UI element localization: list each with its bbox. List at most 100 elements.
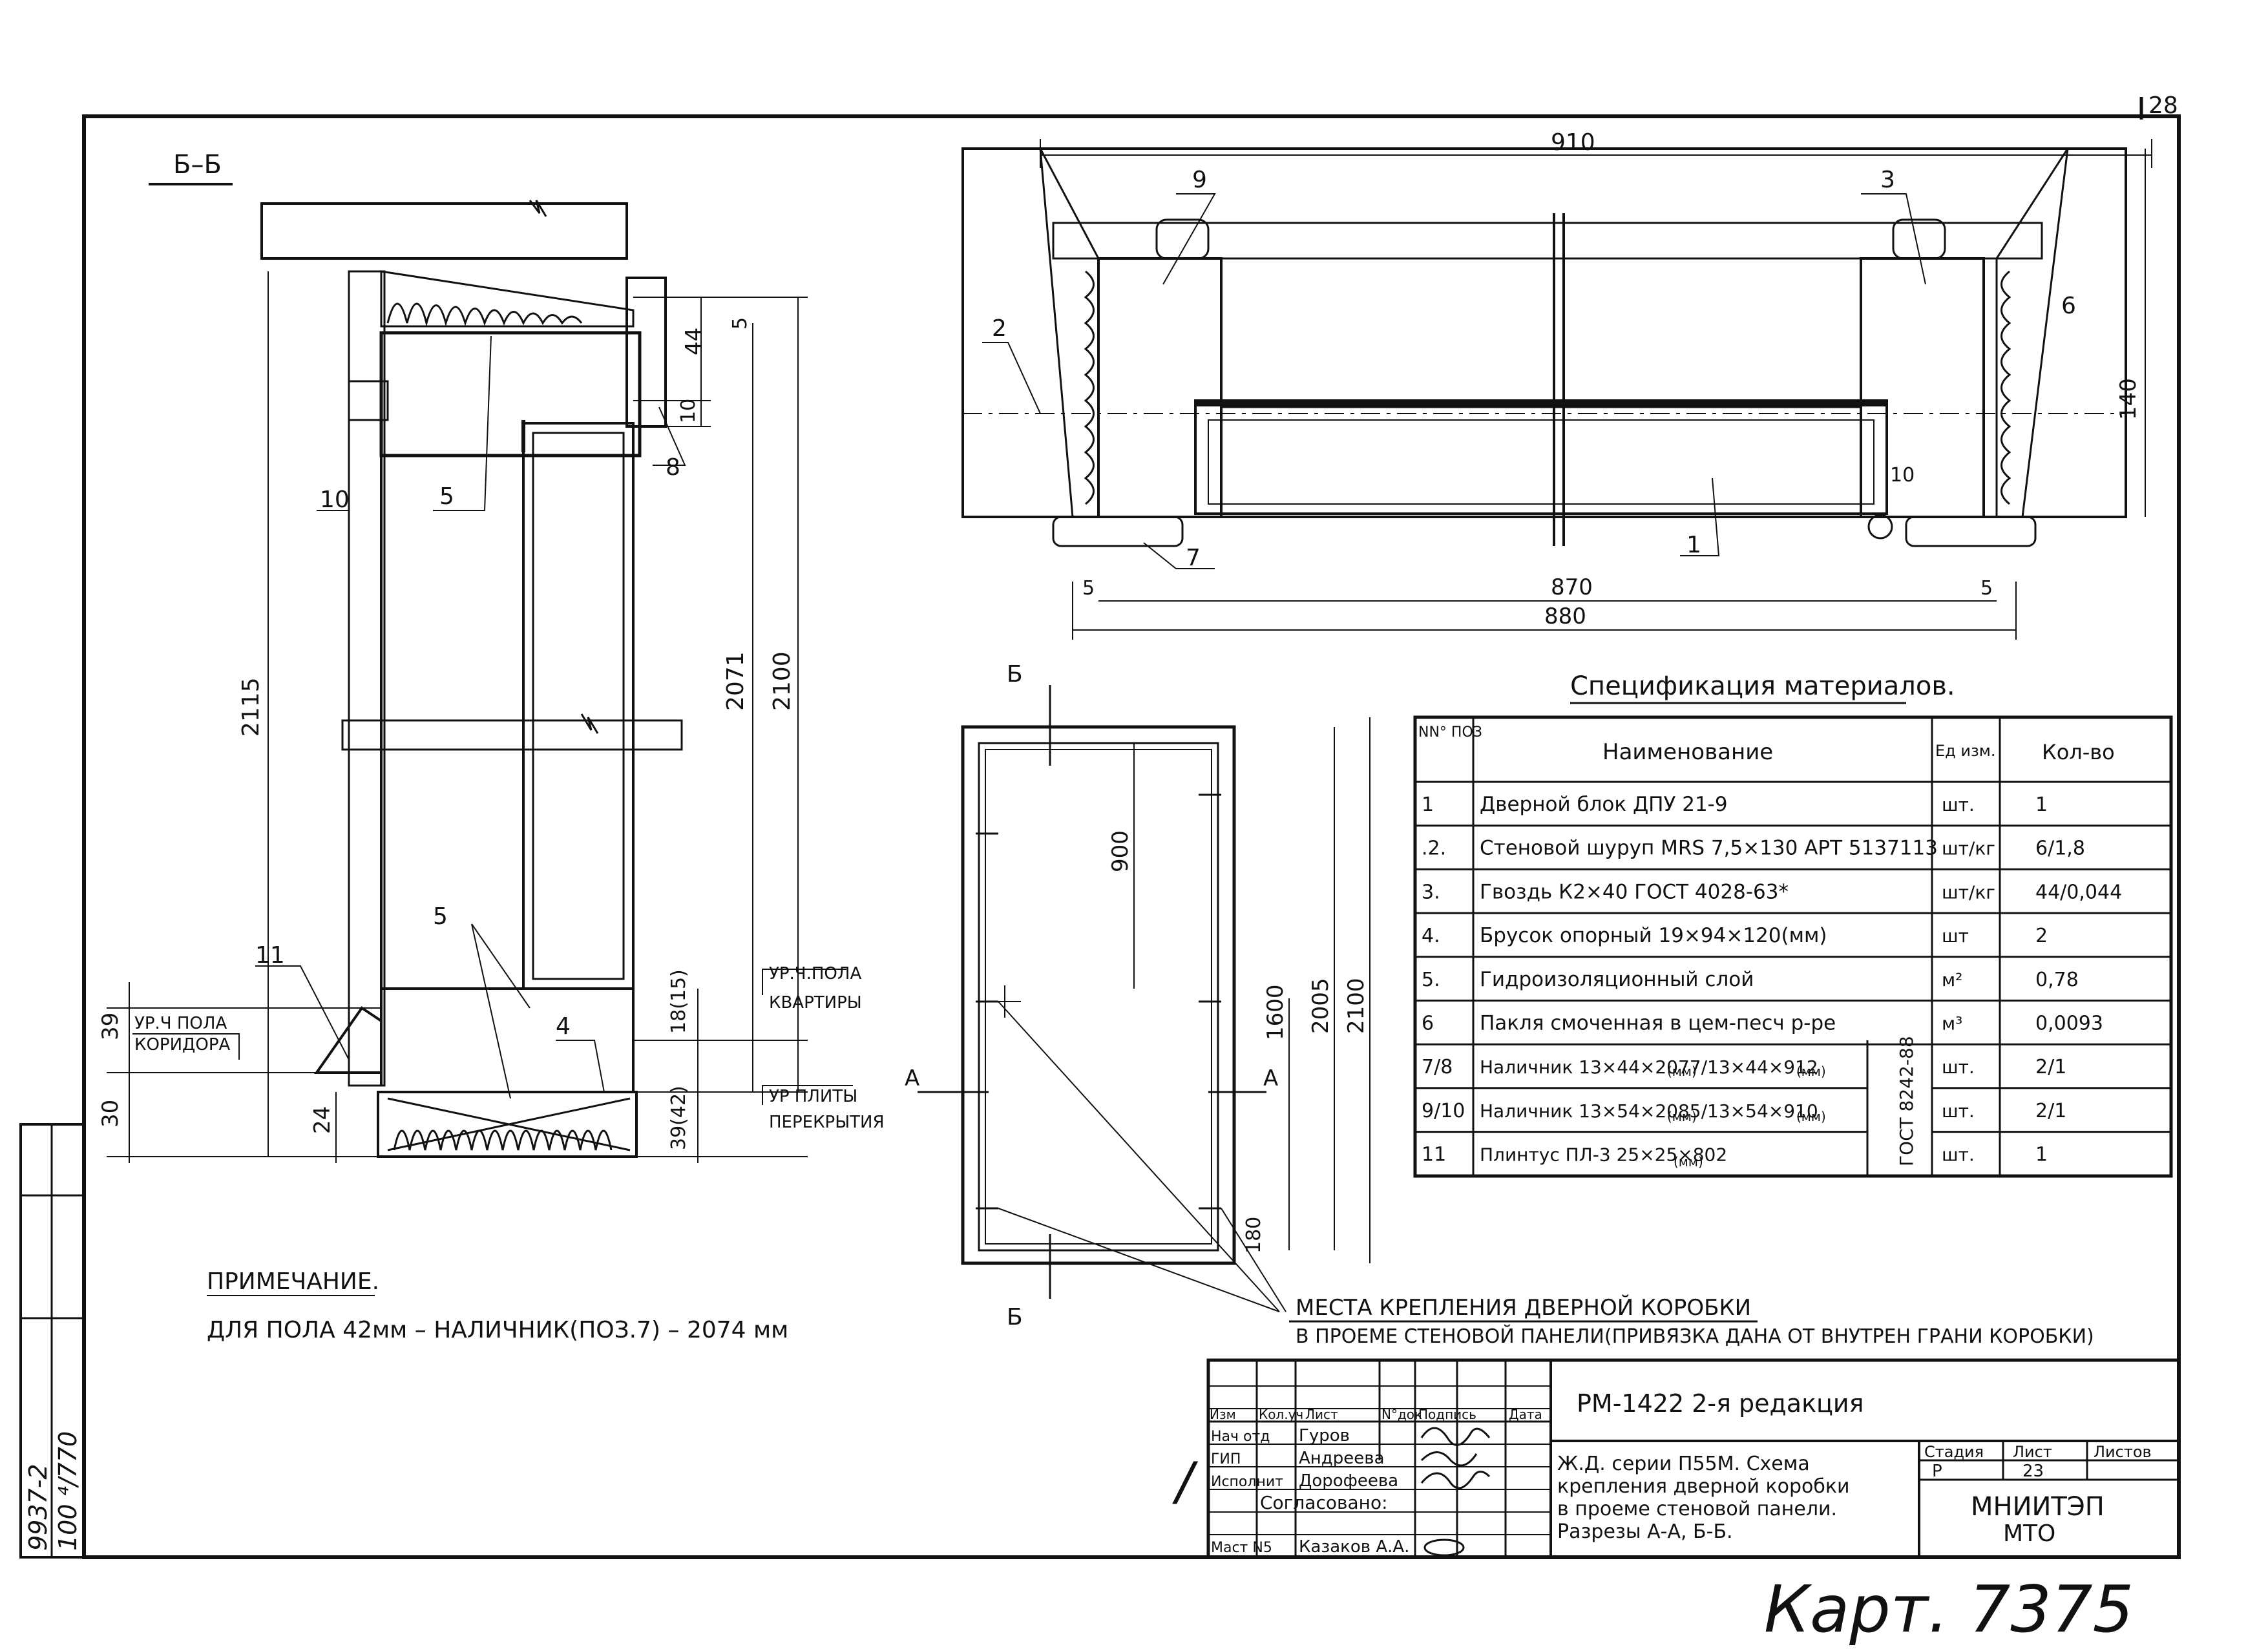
spec-row-pos: 1 — [1422, 793, 1434, 816]
spec-row-pos: 6 — [1422, 1013, 1434, 1035]
spec-row-pos: 11 — [1422, 1144, 1446, 1166]
level-apartment-2: КВАРТИРЫ — [769, 993, 862, 1013]
side-stamp-2: 100 ⁴/770 — [54, 1431, 82, 1551]
spec-row-unit: м² — [1942, 969, 1962, 991]
specification-table: Спецификация материалов. NN° ПОЗ Наимено… — [1413, 671, 2173, 1178]
tb-col-data: Дата — [1509, 1407, 1542, 1422]
tb-person-name: Андреева — [1299, 1449, 1385, 1468]
tb-sheets-label: Листов — [2094, 1443, 2152, 1461]
spec-header-unit: Ед изм. — [1935, 742, 1995, 760]
tb-person-role: Согласовано: — [1260, 1492, 1388, 1513]
spec-row-name: Стеновой шуруп MRS 7,5×130 АРТ 5137113 — [1480, 837, 1938, 860]
tb-col-podpis: Подпись — [1418, 1407, 1476, 1422]
spec-title: Спецификация материалов. — [1570, 671, 1955, 701]
dim-2071: 2071 — [722, 651, 749, 711]
section-bb-title: Б–Б — [173, 150, 222, 180]
plan-label-6: 6 — [2061, 293, 2076, 319]
dim-2100: 2100 — [769, 651, 795, 711]
marker-b-top: Б — [1007, 661, 1023, 688]
dim-2115: 2115 — [238, 677, 264, 737]
fastening-note-line1: МЕСТА КРЕПЛЕНИЯ ДВЕРНОЙ КОРОБКИ — [1296, 1294, 1751, 1321]
elev-dim-900: 900 — [1108, 830, 1133, 872]
side-stamp-1: 9937-2 — [24, 1464, 52, 1551]
tb-person-role: Маст N5 — [1211, 1540, 1272, 1556]
tb-desc-1: Ж.Д. серии П55М. Схема — [1557, 1453, 1810, 1475]
plan-label-3: 3 — [1880, 167, 1895, 193]
tb-desc-3: в проеме стеновой панели. — [1557, 1498, 1837, 1520]
spec-row-name: Гидроизоляционный слой — [1480, 968, 1754, 991]
spec-row-name: Наличник 13×44×2077/13×44×912 — [1480, 1056, 1818, 1078]
signature-1 — [1420, 1427, 1491, 1446]
tb-desc-4: Разрезы А-А, Б-Б. — [1557, 1520, 1733, 1543]
spec-row-name: Плинтус ПЛ-3 25×25×802 — [1480, 1144, 1727, 1166]
spec-row-unit: шт/кг — [1942, 881, 1995, 903]
pos-label-11: 11 — [255, 942, 285, 969]
dim-10: 10 — [677, 399, 700, 423]
signature-3 — [1420, 1471, 1491, 1489]
spec-row-unit: шт. — [1942, 1144, 1975, 1166]
sheet-frame — [19, 97, 2181, 1559]
spec-row-name: Брусок опорный 19×94×120(мм) — [1480, 924, 1827, 947]
level-slab-2: ПЕРЕКРЫТИЯ — [769, 1113, 885, 1132]
plan-dim-880: 880 — [1544, 604, 1586, 629]
tb-person-name: Гуров — [1299, 1426, 1350, 1445]
door-elevation-drawing: 900 1600 2005 2100 180 Б Б А А МЕСТА КРЕ… — [905, 661, 2094, 1348]
tb-sheet-label: Лист — [2013, 1443, 2052, 1461]
page-number: 28 — [2148, 92, 2178, 119]
spec-row-name: Дверной блок ДПУ 21-9 — [1480, 793, 1728, 816]
dim-30: 30 — [98, 1100, 123, 1128]
dim-39: 39 — [98, 1013, 123, 1040]
plan-dim-140: 140 — [2116, 378, 2141, 420]
tb-col-ndok: N°док — [1381, 1407, 1422, 1422]
note-block: ПРИМЕЧАНИЕ. ДЛЯ ПОЛА 42мм – НАЛИЧНИК(ПОЗ… — [207, 1268, 788, 1343]
spec-header-name: Наименование — [1602, 739, 1773, 765]
plan-label-7: 7 — [1186, 545, 1201, 571]
spec-row-pos: 3. — [1422, 881, 1440, 903]
spec-row-pos: 5. — [1422, 969, 1440, 991]
spec-row-qty: 1 — [2035, 1144, 2048, 1166]
plan-dim-870: 870 — [1551, 574, 1593, 600]
spec-row-unit: шт/кг — [1942, 838, 1995, 859]
marker-a-left: А — [905, 1066, 919, 1091]
plan-dim-10: 10 — [1890, 464, 1915, 487]
section-bb-drawing: Б–Б — [98, 150, 885, 1163]
plan-label-2: 2 — [992, 315, 1007, 342]
spec-header-qty: Кол-во — [2042, 740, 2115, 764]
tb-col-izm: Изм — [1210, 1407, 1236, 1422]
level-corridor-2: КОРИДОРА — [134, 1035, 231, 1055]
level-slab-1: УР ПЛИТЫ — [769, 1087, 857, 1106]
fastening-note-line2: В ПРОЕМЕ СТЕНОВОЙ ПАНЕЛИ(ПРИВЯЗКА ДАНА О… — [1296, 1325, 2094, 1348]
spec-row-qty: 2/1 — [2035, 1100, 2066, 1122]
spec-row-qty: 44/0,044 — [2035, 881, 2122, 903]
title-block: Изм Кол.уч Лист N°док Подпись Дата Нач о… — [1172, 1358, 2181, 1559]
spec-mm-mark: (мм) — [1667, 1064, 1697, 1079]
tb-code: РМ-1422 2-я редакция — [1577, 1389, 1864, 1418]
tb-person-role: ГИП — [1211, 1451, 1241, 1467]
plan-dim-5-left: 5 — [1082, 577, 1095, 600]
spec-row-qty: 0,78 — [2035, 969, 2079, 991]
spec-row-qty: 0,0093 — [2035, 1013, 2103, 1035]
pos-label-8: 8 — [666, 454, 680, 481]
marker-b-bottom: Б — [1007, 1304, 1023, 1330]
spec-row-qty: 6/1,8 — [2035, 837, 2085, 860]
pos-label-10: 10 — [320, 487, 350, 513]
spec-row-pos: 9/10 — [1422, 1100, 1465, 1122]
spec-row-unit: м³ — [1942, 1013, 1962, 1035]
dim-18-15: 18(15) — [667, 969, 690, 1034]
bottom-handwritten-mark: Карт. 7375 — [1764, 1571, 2134, 1647]
dim-5: 5 — [729, 317, 751, 330]
tb-person-role: Нач отд — [1211, 1429, 1270, 1445]
plan-view-drawing: 910 870 880 5 5 140 10 9 3 2 6 7 1 — [961, 129, 2152, 640]
tb-stage-label: Стадия — [1924, 1443, 1984, 1461]
tb-desc-2: крепления дверной коробки — [1557, 1475, 1849, 1498]
tb-margin-mark: / — [1172, 1451, 1199, 1511]
tb-person-name: Казаков А.А. — [1299, 1537, 1409, 1557]
elev-dim-2100: 2100 — [1343, 978, 1369, 1034]
signature-4 — [1423, 1539, 1465, 1557]
note-text: ДЛЯ ПОЛА 42мм – НАЛИЧНИК(ПОЗ.7) – 2074 м… — [207, 1317, 788, 1343]
tb-person-name: Дорофеева — [1299, 1471, 1398, 1491]
spec-row-qty: 2/1 — [2035, 1056, 2066, 1078]
plan-label-9: 9 — [1192, 167, 1207, 193]
